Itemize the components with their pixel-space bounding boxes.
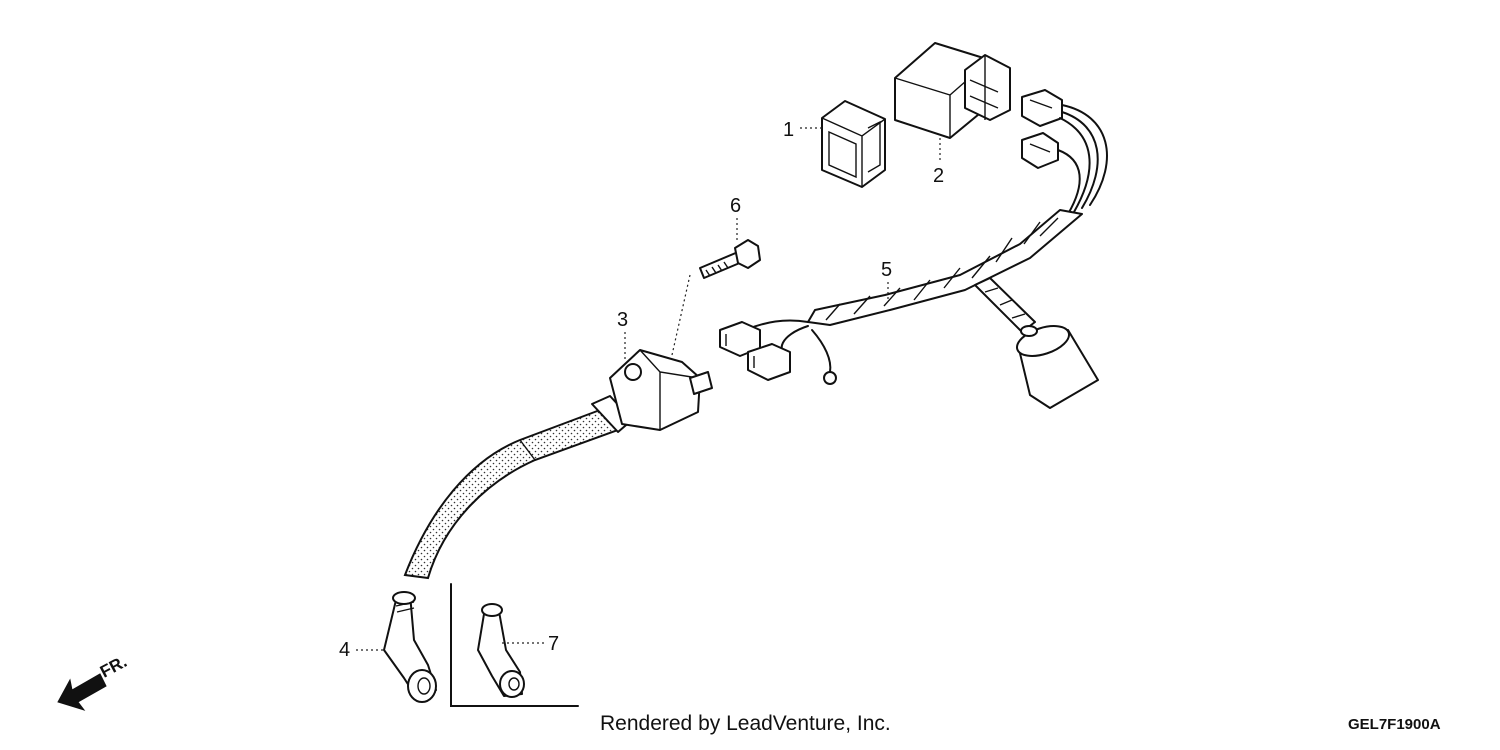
part-4-plug-cap[interactable]	[383, 591, 437, 703]
diagram-code: GEL7F1900A	[1348, 716, 1441, 733]
callout-1: 1	[783, 119, 794, 141]
part-6-bolt[interactable]	[699, 239, 761, 279]
callout-4: 4	[339, 639, 350, 661]
part-7-plug-cap[interactable]	[477, 603, 525, 698]
callout-3: 3	[617, 309, 628, 331]
part-5-wire-harness[interactable]	[719, 89, 1108, 409]
part-3-ignition-coil[interactable]	[403, 349, 713, 580]
part-2-module[interactable]	[894, 42, 1011, 139]
callout-7: 7	[548, 633, 559, 655]
alternate-part-bracket	[450, 583, 579, 707]
part-1-box[interactable]	[821, 100, 886, 188]
leader-lines	[356, 127, 941, 651]
callout-2: 2	[933, 165, 944, 187]
front-direction-arrow: FR.	[57, 652, 130, 711]
render-credit: Rendered by LeadVenture, Inc.	[600, 712, 891, 735]
callout-6: 6	[730, 195, 741, 217]
callout-5: 5	[881, 259, 892, 281]
